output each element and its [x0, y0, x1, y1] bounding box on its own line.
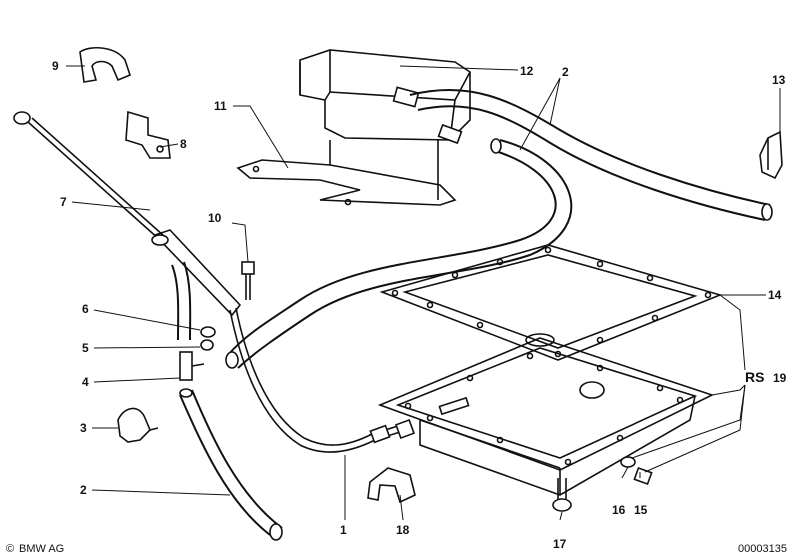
callout-2-upper: 2	[562, 65, 569, 79]
callout-10: 10	[208, 211, 222, 225]
callout-8: 8	[180, 137, 187, 151]
callout-1: 1	[340, 523, 347, 537]
brand-name: BMW AG	[19, 543, 64, 555]
footer: © BMW AG 00003135	[6, 543, 787, 555]
part-10-bolt	[241, 261, 255, 300]
part-19-oil-pan	[377, 333, 715, 496]
diagram-id: 00003135	[738, 543, 787, 555]
part-8-bracket	[125, 110, 171, 159]
callout-19: 19	[773, 371, 787, 385]
part-18-clamp	[367, 467, 416, 504]
callout-11: 11	[214, 99, 227, 113]
callout-12: 12	[520, 64, 534, 78]
callout-6: 6	[82, 302, 89, 316]
part-17-bolt	[552, 478, 572, 512]
callout-rs-label: RS	[745, 369, 764, 385]
part-2-hose-upper	[409, 88, 773, 221]
copyright-symbol: ©	[6, 543, 14, 555]
part-9-clip	[79, 46, 131, 83]
part-7-dipstick	[13, 111, 242, 317]
part-2-hose-lower	[179, 388, 283, 541]
callout-17: 17	[553, 537, 567, 551]
callout-13: 13	[772, 73, 786, 87]
part-4-connector	[179, 351, 205, 381]
callout-16: 16	[612, 503, 626, 517]
callout-14: 14	[768, 288, 782, 302]
callout-labels: 1 2 2 3 4 5 6 7 8 9 10 11 12 13 14 15 16…	[52, 59, 787, 551]
part-3-clip	[117, 407, 159, 443]
leader-lines	[66, 65, 781, 521]
part-5-6-rings	[200, 326, 216, 351]
part-13-clip	[759, 130, 783, 180]
callout-18: 18	[396, 523, 410, 537]
callout-7: 7	[60, 195, 67, 209]
callout-2-lower: 2	[80, 483, 87, 497]
callout-15: 15	[634, 503, 648, 517]
part-11-bracket	[236, 140, 457, 206]
callout-5: 5	[82, 341, 89, 355]
part-14-gasket	[379, 244, 723, 361]
callout-4: 4	[82, 375, 89, 389]
part-6-hose-short	[171, 261, 192, 341]
callout-3: 3	[80, 421, 87, 435]
part-12-canister	[299, 49, 471, 145]
part-1-tube	[229, 307, 415, 453]
callout-9: 9	[52, 59, 59, 73]
